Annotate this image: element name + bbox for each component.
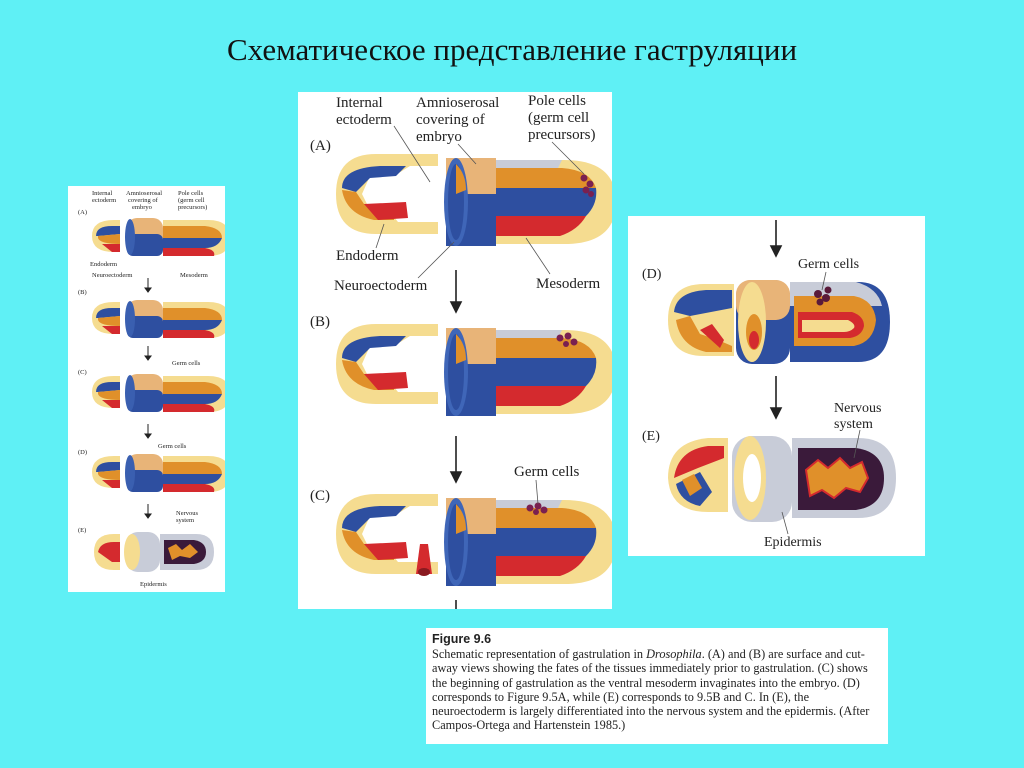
figure-number: Figure 9.6 — [432, 632, 492, 646]
small-stage-c: (C) — [78, 369, 87, 376]
small-label-amnioserosal-3: embryo — [132, 204, 152, 211]
small-diagram-panel: Internal ectoderm Amnioserosal covering … — [68, 186, 225, 592]
main-label-internal-ectoderm-2: ectoderm — [336, 112, 392, 128]
right-label-nervous-2: system — [834, 417, 873, 432]
main-label-amnioserosal-2: covering of — [416, 112, 485, 128]
main-diagram-panel: Internal ectoderm Amnioserosal covering … — [298, 92, 612, 609]
small-stage-e: (E) — [78, 527, 86, 534]
right-label-nervous-1: Nervous — [834, 401, 881, 416]
main-arrows — [449, 270, 463, 609]
right-embryo-e — [668, 429, 896, 535]
right-stage-d: (D) — [642, 267, 662, 282]
main-label-pole-cells-2: (germ cell — [528, 110, 589, 126]
small-embryo-e — [94, 532, 214, 572]
right-diagram-panel: Germ cells (D) Nervous system (E) Epider… — [628, 216, 925, 556]
small-label-internal-ectoderm-1: Internal — [92, 190, 112, 197]
main-embryo-a — [336, 154, 612, 246]
small-label-amnioserosal-1: Amnioserosal — [126, 190, 162, 197]
main-label-pole-cells-3: precursors) — [528, 127, 595, 143]
small-embryo-c — [92, 374, 225, 412]
small-label-internal-ectoderm-2: ectoderm — [92, 197, 116, 204]
right-label-epidermis: Epidermis — [764, 535, 822, 550]
caption-text-1: Schematic representation of gastrulation… — [432, 647, 647, 662]
small-diagram-svg: Internal ectoderm Amnioserosal covering … — [78, 190, 225, 588]
main-stage-a: (A) — [310, 138, 331, 154]
main-invagination-c — [416, 544, 432, 576]
right-arrows — [769, 220, 783, 420]
right-stage-e: (E) — [642, 429, 660, 444]
main-diagram-svg: Internal ectoderm Amnioserosal covering … — [310, 93, 612, 609]
small-label-pole-cells-1: Pole cells — [178, 190, 204, 197]
small-label-neuroectoderm: Neuroectoderm — [92, 272, 132, 279]
main-label-germ-cells: Germ cells — [514, 464, 580, 480]
main-embryo-c — [336, 494, 612, 586]
main-stage-c: (C) — [310, 488, 330, 504]
right-diagram-svg: Germ cells (D) Nervous system (E) Epider… — [642, 220, 896, 550]
main-pole-cells-b — [556, 332, 578, 347]
main-pole-cells-a — [580, 174, 594, 197]
small-embryo-d — [92, 454, 225, 492]
caption-italic: Drosophila — [646, 647, 702, 662]
small-stage-a: (A) — [78, 209, 87, 216]
small-label-germ-cells-d: Germ cells — [158, 443, 187, 450]
main-label-mesoderm: Mesoderm — [536, 276, 600, 292]
small-stage-d: (D) — [78, 449, 87, 456]
page-title: Схематическое представление гаструляции — [226, 32, 798, 67]
main-leader-lines — [375, 125, 585, 505]
caption-text-2: . (A) and (B) are surface and cut-away v… — [432, 647, 870, 733]
main-label-neuroectoderm: Neuroectoderm — [334, 278, 428, 294]
small-label-amnioserosal-2: covering of — [128, 197, 159, 204]
main-stage-b: (B) — [310, 314, 330, 330]
main-label-endoderm: Endoderm — [336, 248, 399, 264]
small-label-nervous-2: system — [176, 517, 194, 524]
small-label-epidermis: Epidermis — [140, 581, 167, 588]
figure-caption: Figure 9.6 Schematic representation of g… — [426, 628, 888, 744]
main-label-amnioserosal-3: embryo — [416, 129, 462, 145]
main-germ-cells-c — [526, 502, 548, 515]
small-label-pole-cells-3: precursors) — [178, 204, 207, 211]
right-embryo-d — [668, 271, 890, 364]
small-embryo-a — [92, 218, 225, 256]
small-embryo-b — [92, 300, 225, 338]
small-label-mesoderm: Mesoderm — [180, 272, 208, 279]
main-label-amnioserosal-1: Amnioserosal — [416, 95, 499, 111]
small-label-germ-cells-c: Germ cells — [172, 360, 201, 367]
main-label-pole-cells-1: Pole cells — [528, 93, 586, 109]
small-label-endoderm: Endoderm — [90, 261, 117, 268]
main-label-internal-ectoderm-1: Internal — [336, 95, 383, 111]
small-stage-b: (B) — [78, 289, 87, 296]
small-label-nervous-1: Nervous — [176, 510, 198, 517]
right-label-germ-cells: Germ cells — [798, 257, 859, 272]
small-label-pole-cells-2: (germ cell — [178, 197, 205, 204]
